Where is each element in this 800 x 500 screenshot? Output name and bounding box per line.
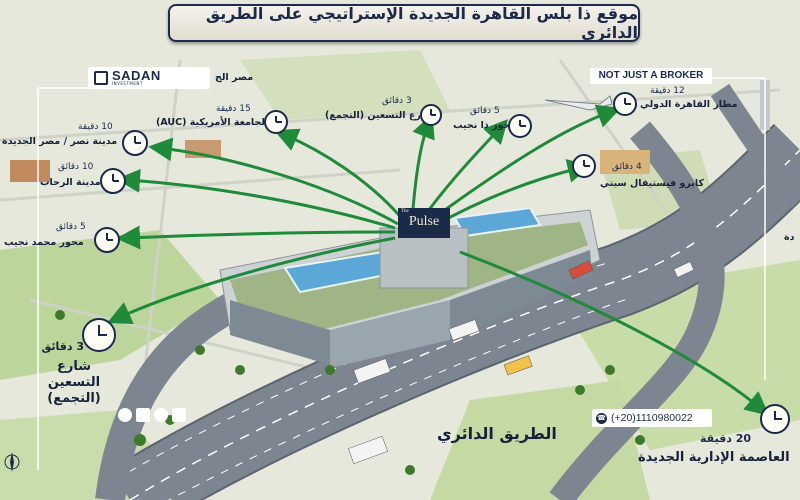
clock-icon xyxy=(100,168,126,194)
dest-nasr-city-place: مدينة نصر / مصر الجديدة xyxy=(2,136,118,147)
dest-auc-time: 15 دقيقة xyxy=(216,104,251,114)
clock-icon xyxy=(122,130,148,156)
dest-capital-place: العاصمة الإدارية الجديدة xyxy=(638,450,790,465)
dest-rehab-time: 10 دقائق xyxy=(58,162,94,172)
project-sign-name: Pulse xyxy=(408,214,440,229)
page-title: موقع ذا بلس القاهرة الجديدة الإستراتيجي … xyxy=(205,4,638,42)
circle-icon xyxy=(154,408,168,422)
dest-right-edge-place: دة xyxy=(784,232,795,243)
dest-mehwar-naguib-top-place: محور ذا نجيب xyxy=(453,120,517,131)
project-sign-small: The xyxy=(401,209,409,214)
dest-airport-place: مطار القاهرة الدولي xyxy=(640,99,738,110)
dest-mehwar-naguib-top-time: 5 دقائق xyxy=(470,106,500,116)
dest-airport-time: 12 دقيقة xyxy=(650,86,685,96)
square-icon xyxy=(136,408,150,422)
clock-icon xyxy=(508,114,532,138)
phone-number: (+20)1110980022 xyxy=(611,412,693,424)
clock-icon xyxy=(420,104,442,126)
dest-auc-place: الجامعة الأمريكية (AUC) xyxy=(156,117,269,128)
title-banner: موقع ذا بلس القاهرة الجديدة الإستراتيجي … xyxy=(168,4,640,42)
dest-festival-time: 4 دقائق xyxy=(612,162,642,172)
dest-rehab-place: مدينة الرحاب xyxy=(40,177,101,188)
ring-road-label: الطريق الدائري xyxy=(437,424,557,443)
project-sign: The Pulse xyxy=(398,208,450,238)
dest-tasaeen-big-place: شارع التسعين (التجمع) xyxy=(47,359,101,406)
building-complex xyxy=(219,206,601,368)
clock-icon xyxy=(94,227,120,253)
dest-tasaeen-small-place: شارع التسعين (التجمع) xyxy=(325,110,434,121)
broker-tagline: NOT JUST A BROKER xyxy=(590,68,712,84)
clock-icon xyxy=(760,404,790,434)
decorative-shapes xyxy=(118,408,186,422)
dest-mehwar-mohamed-naguib-place: محور محمد نجيب xyxy=(4,237,84,248)
dest-tasaeen-small-time: 3 دقائق xyxy=(382,96,412,106)
phone-box: ☎ (+20)1110980022 xyxy=(592,409,712,427)
dest-festival-place: كايرو فيستيفال سيتي xyxy=(600,178,704,189)
logo-mark-icon xyxy=(94,71,108,85)
company-logo: SADAN INVESTMENT xyxy=(88,67,210,89)
dest-nasr-city-time: 10 دقيقة xyxy=(78,122,113,132)
dest-tasaeen-big-box: 3 دقائق شارع التسعين (التجمع) xyxy=(18,340,114,407)
clock-icon xyxy=(82,318,116,352)
clock-icon xyxy=(613,92,637,116)
dest-mehwar-mohamed-naguib-time: 5 دقائق xyxy=(56,222,86,232)
dest-tasaeen-big-time: 3 دقائق xyxy=(41,340,84,353)
clock-icon xyxy=(572,154,596,178)
circle-icon xyxy=(118,408,132,422)
clock-icon xyxy=(264,110,288,134)
logo-sub: INVESTMENT xyxy=(112,81,143,86)
logo-name: SADAN xyxy=(112,68,161,83)
dest-capital-time: 20 دقيقة xyxy=(700,432,752,445)
phone-icon: ☎ xyxy=(596,412,607,424)
square-icon xyxy=(172,408,186,422)
dest-misr-gedida-place: مصر الج xyxy=(215,72,254,83)
